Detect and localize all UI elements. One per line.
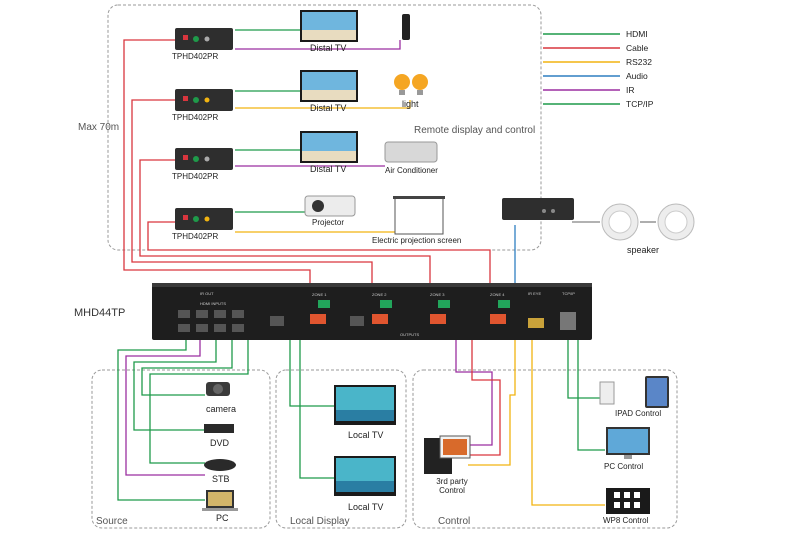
- local-group-box: [275, 369, 407, 529]
- legend-label-cable: Cable: [626, 43, 649, 53]
- panel-section-tcpip: TCP/IP: [562, 291, 575, 296]
- projection-screen-label: Electric projection screen: [372, 236, 462, 245]
- receiver-label-3: TPHD402PR: [172, 172, 219, 181]
- third-party-control-icon: [424, 435, 471, 474]
- receiver-1: [175, 28, 233, 50]
- source-group-label: Source: [96, 516, 128, 527]
- remote-control-icon: [402, 14, 410, 40]
- panel-section-ir-out: IR OUT: [200, 291, 214, 296]
- panel-section-outputs: OUTPUTS: [400, 332, 420, 337]
- legend-label-hdmi: HDMI: [626, 29, 648, 39]
- source-item-stb: STB: [212, 474, 230, 484]
- third-party-control-label: 3rd party Control: [436, 477, 468, 495]
- legend-label-rs232: RS232: [626, 57, 652, 67]
- dvd-icon: [204, 424, 234, 433]
- receiver-label-4: TPHD402PR: [172, 232, 219, 241]
- wp8-control-label: WP8 Control: [603, 516, 649, 525]
- distal-tv-label-1: Distal TV: [310, 43, 347, 53]
- pc-icon: [202, 490, 238, 511]
- wp8-control-icon: [606, 488, 650, 514]
- air-conditioner-label: Air Conditioner: [385, 166, 438, 175]
- panel-section-ir-eye: IR EYE: [528, 291, 542, 296]
- panel-section-hdmi: HDMI INPUTS: [200, 301, 226, 306]
- local-tv-label-2: Local TV: [348, 502, 384, 512]
- distance-label: Max 70m: [78, 122, 120, 133]
- receiver-label-1: TPHD402PR: [172, 52, 219, 61]
- receiver-2: [175, 89, 233, 111]
- source-item-pc: PC: [216, 513, 229, 523]
- ipad-control-label: IPAD Control: [615, 409, 662, 418]
- amplifier-icon: [502, 198, 574, 220]
- projector-label: Projector: [312, 218, 345, 227]
- legend-label-audio: Audio: [626, 71, 648, 81]
- source-item-camera: camera: [206, 404, 237, 414]
- projector-icon: [304, 195, 356, 217]
- source-item-dvd: DVD: [210, 438, 230, 448]
- pc-control-icon: [606, 427, 650, 459]
- distal-tv-label-2: Distal TV: [310, 103, 347, 113]
- camera-icon: [206, 382, 230, 396]
- receiver-4: [175, 208, 233, 230]
- distal-tv-1: [300, 10, 358, 42]
- legend: [543, 33, 620, 105]
- source-group-box: [91, 369, 271, 529]
- distal-tv-label-3: Distal TV: [310, 164, 347, 174]
- pc-control-label: PC Control: [604, 462, 644, 471]
- air-conditioner-icon: [384, 141, 438, 163]
- distal-tv-2: [300, 70, 358, 102]
- speaker-label: speaker: [627, 245, 660, 255]
- ipad-control-icon: [599, 376, 669, 408]
- local-tv-1: [334, 385, 396, 425]
- projection-screen-icon: [393, 196, 445, 235]
- remote-group-label: Remote display and control: [414, 125, 536, 136]
- receiver-3: [175, 148, 233, 170]
- local-group-label: Local Display: [290, 516, 350, 527]
- receiver-label-2: TPHD402PR: [172, 113, 219, 122]
- control-group-box: [412, 369, 678, 529]
- stb-icon: [204, 459, 236, 471]
- zone-label-2: ZONE 2: [372, 292, 387, 297]
- light-bulb-icon: [394, 74, 428, 95]
- zone-label-3: ZONE 3: [430, 292, 445, 297]
- local-tv-label-1: Local TV: [348, 430, 384, 440]
- zone-label-4: ZONE 4: [490, 292, 505, 297]
- matrix-device: [152, 283, 592, 340]
- device-name: MHD44TP: [74, 307, 126, 319]
- legend-label-ir: IR: [626, 85, 635, 95]
- distal-tv-3: [300, 131, 358, 163]
- local-tv-2: [334, 456, 396, 496]
- speaker-icon: [601, 203, 695, 241]
- legend-label-tcpip: TCP/IP: [626, 99, 654, 109]
- control-group-label: Control: [438, 516, 471, 527]
- light-label: light: [402, 99, 419, 109]
- zone-label-1: ZONE 1: [312, 292, 327, 297]
